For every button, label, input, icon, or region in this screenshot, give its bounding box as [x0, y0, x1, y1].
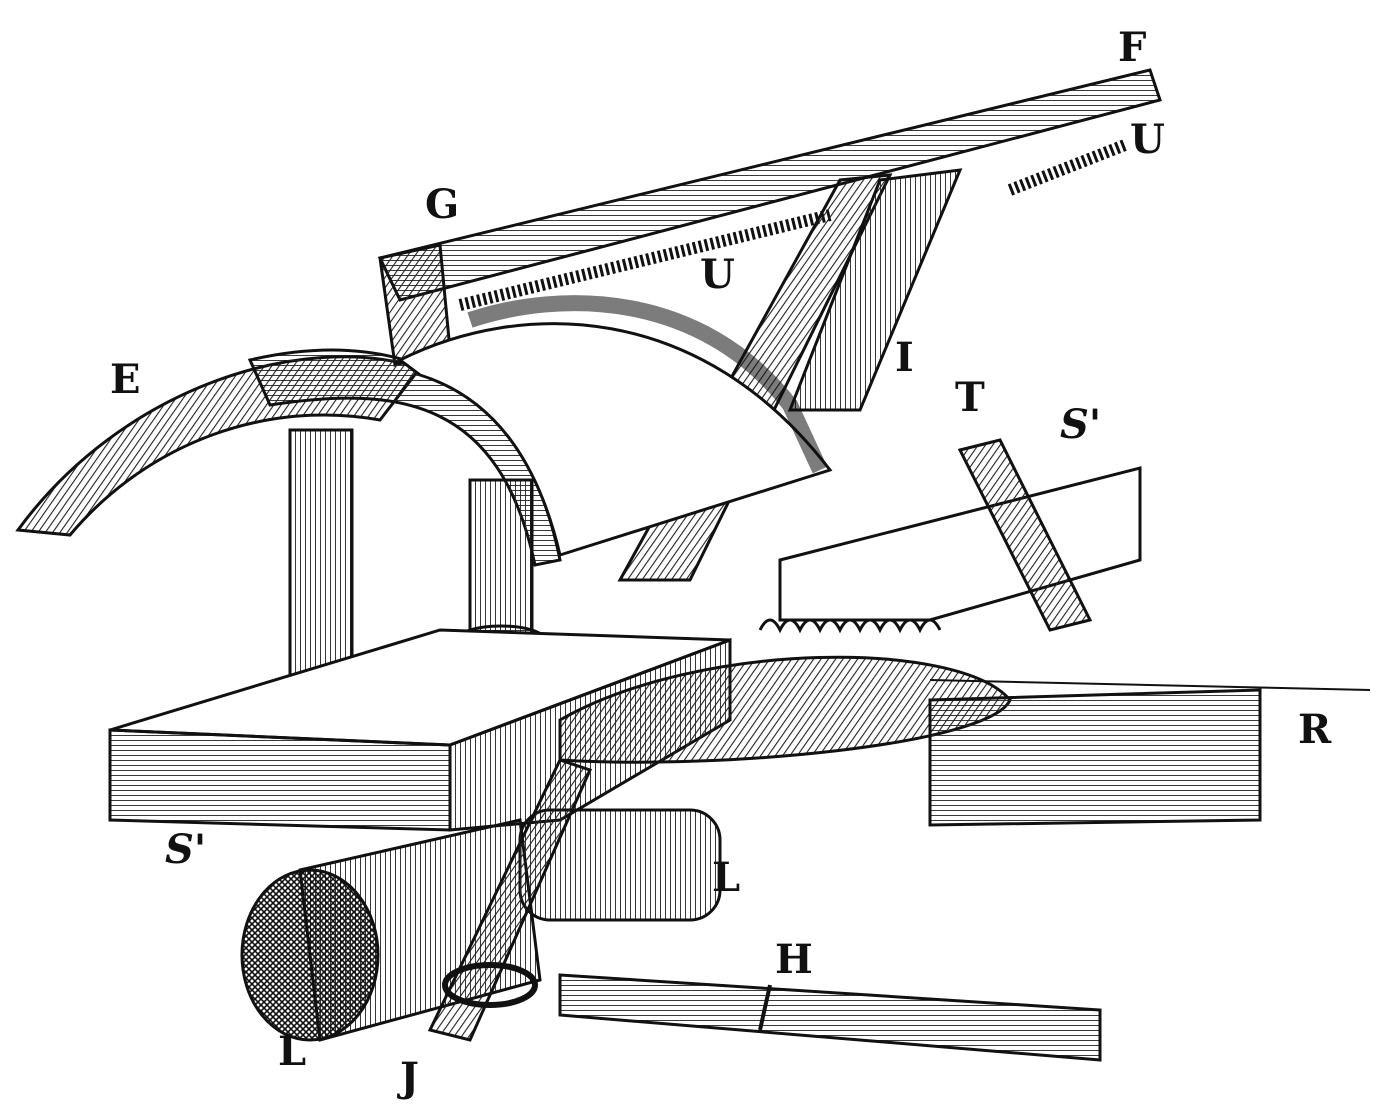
- label-H: H: [775, 936, 813, 983]
- screw-rods: [458, 139, 1128, 311]
- label-L-left: L: [278, 1028, 307, 1075]
- label-I: I: [895, 334, 914, 381]
- label-T: T: [955, 374, 985, 421]
- label-U-top: U: [1130, 116, 1165, 163]
- curved-plate: [15, 295, 833, 567]
- label-J: J: [400, 1054, 419, 1101]
- lever-and-handle: [427, 758, 1102, 1062]
- label-S-right: S': [1060, 401, 1102, 448]
- label-R: R: [1298, 706, 1332, 753]
- label-U-mid: U: [700, 251, 735, 298]
- label-L-right: L: [712, 854, 741, 901]
- spring-wire: [758, 618, 942, 634]
- label-S-left: S': [165, 826, 207, 873]
- right-block: [778, 438, 1371, 827]
- label-G: G: [425, 181, 460, 228]
- label-F: F: [1118, 24, 1147, 71]
- label-E: E: [110, 356, 141, 403]
- base-block: [108, 628, 1012, 832]
- rail-arm: [377, 68, 1162, 367]
